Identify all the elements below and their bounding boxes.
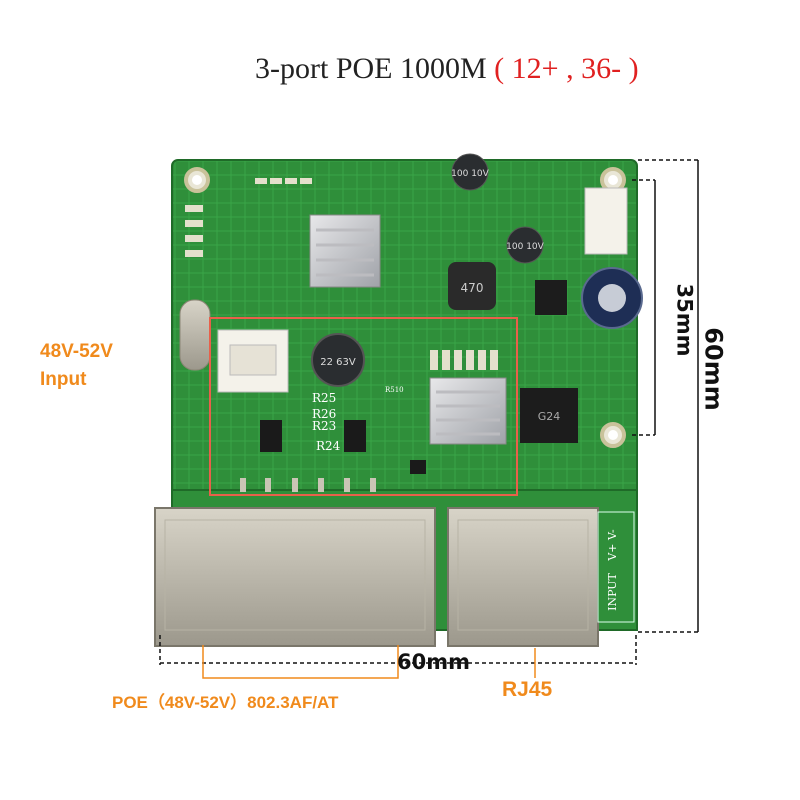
poe-label: POE（48V-52V）802.3AF/AT bbox=[112, 693, 339, 712]
svg-text:R510: R510 bbox=[385, 386, 404, 394]
input-terminal: V+ V- INPUT bbox=[597, 511, 635, 623]
rj45-label: RJ45 bbox=[502, 678, 553, 701]
hole-spacing-dimension: 35mm bbox=[672, 283, 697, 357]
header-pins bbox=[240, 478, 376, 492]
transistors bbox=[260, 420, 426, 474]
input-voltage-label: 48V-52V Input bbox=[40, 338, 113, 394]
poe-module-highlight bbox=[209, 317, 518, 496]
chip-small bbox=[535, 280, 567, 315]
inductor: 470 bbox=[448, 262, 496, 310]
capacitor-22-63v: 22 63V bbox=[311, 333, 365, 387]
svg-text:100 10V: 100 10V bbox=[451, 169, 489, 179]
capacitor-large-right bbox=[581, 267, 643, 329]
svg-text:INPUT: INPUT bbox=[606, 572, 619, 610]
callout-lines bbox=[202, 645, 536, 679]
svg-text:22 63V: 22 63V bbox=[320, 357, 356, 368]
crystal bbox=[179, 299, 211, 371]
pcb-board bbox=[171, 159, 638, 499]
svg-text:G24: G24 bbox=[538, 410, 561, 423]
height-dimension: 60mm bbox=[699, 327, 728, 411]
page-title: 3-port POE 1000M ( 12+ , 36- ) bbox=[255, 52, 639, 86]
svg-text:V+ V-: V+ V- bbox=[606, 529, 619, 562]
heatsink-top bbox=[309, 214, 381, 288]
resistor-labels: R25 R26 R23 R24 R510 bbox=[312, 386, 404, 453]
chip-g24: G24 bbox=[520, 388, 578, 443]
smd-components bbox=[185, 178, 498, 370]
rj45-right bbox=[447, 507, 599, 647]
svg-text:100 10V: 100 10V bbox=[506, 242, 544, 252]
title-main: 3-port POE 1000M bbox=[255, 52, 487, 85]
title-spec: ( 12+ , 36- ) bbox=[494, 52, 639, 85]
svg-text:R25: R25 bbox=[312, 391, 336, 405]
heatsink-module bbox=[429, 377, 507, 445]
width-dimension: 60mm bbox=[397, 650, 470, 674]
capacitor-small: 100 10V 100 10V bbox=[451, 153, 545, 264]
input-voltage-range: 48V-52V bbox=[40, 341, 113, 362]
svg-text:R23: R23 bbox=[312, 419, 336, 433]
rj45-left-dual bbox=[154, 507, 436, 647]
connector-top-right bbox=[584, 187, 628, 255]
svg-text:470: 470 bbox=[461, 281, 484, 295]
input-word: Input bbox=[40, 369, 87, 390]
svg-text:R26: R26 bbox=[312, 407, 336, 421]
svg-text:R24: R24 bbox=[316, 439, 341, 453]
